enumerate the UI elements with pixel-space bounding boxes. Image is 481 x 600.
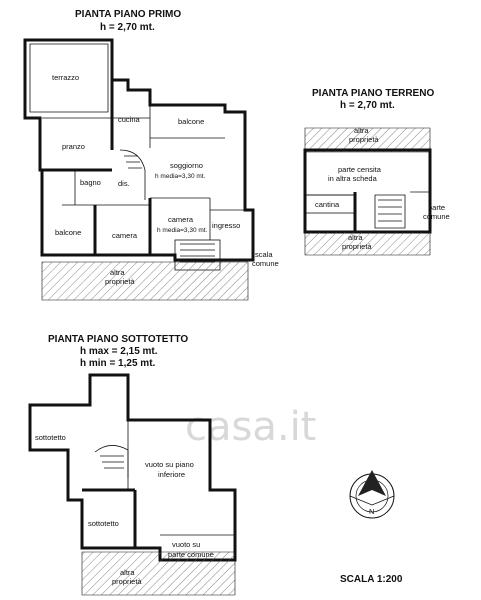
primo-room-bagno: bagno — [80, 178, 101, 187]
primo-room-soggiorno: soggiorno — [170, 161, 203, 170]
primo-plan — [23, 38, 255, 301]
sottotetto-vuoto-2: inferiore — [158, 470, 185, 479]
north-label: N — [369, 507, 374, 516]
primo-room-balcone-top: balcone — [178, 117, 204, 126]
terreno-room-cantina: cantina — [315, 200, 340, 209]
terreno-censita-2: in altra scheda — [328, 174, 378, 183]
terreno-censita-1: parte censita — [338, 165, 382, 174]
north-arrow-icon — [349, 470, 395, 519]
primo-room-cucina: cucina — [118, 115, 141, 124]
terreno-proprieta-bot: proprietà — [342, 242, 372, 251]
terreno-altra-bot: altra — [348, 233, 363, 242]
terreno-title: PIANTA PIANO TERRENO — [312, 88, 434, 99]
scale-label: SCALA 1:200 — [340, 574, 403, 585]
sottotetto-hmax: h max = 2,15 mt. — [80, 346, 158, 357]
terreno-altra-top: altra — [354, 126, 369, 135]
primo-label-altra: altra — [110, 268, 125, 277]
watermark-text: casa.it — [185, 404, 316, 450]
primo-camera-2-height: h media=3,30 mt. — [157, 227, 208, 234]
sottotetto-title: PIANTA PIANO SOTTOTETTO — [48, 334, 188, 345]
primo-title: PIANTA PIANO PRIMO — [75, 9, 181, 20]
primo-room-camera-1: camera — [112, 231, 138, 240]
primo-label-comune: comune — [252, 259, 279, 268]
primo-room-camera-2: camera — [168, 215, 194, 224]
sottotetto-plan — [28, 373, 237, 596]
terreno-plan — [303, 127, 432, 256]
sottotetto-vuoto-comune-2: parte comune — [168, 550, 214, 559]
terreno-height: h = 2,70 mt. — [340, 100, 395, 111]
sottotetto-altra: altra — [120, 568, 135, 577]
sottotetto-vuoto-comune-1: vuoto su — [172, 540, 200, 549]
sottotetto-vuoto-1: vuoto su piano — [145, 460, 194, 469]
primo-room-pranzo: pranzo — [62, 142, 85, 151]
primo-room-ingresso: ingresso — [212, 221, 240, 230]
primo-room-balcone-left: balcone — [55, 228, 81, 237]
terreno-parte: parte — [428, 203, 445, 212]
primo-room-terrazzo: terrazzo — [52, 73, 79, 82]
sottotetto-proprieta: proprietà — [112, 577, 142, 586]
primo-label-proprieta: proprietà — [105, 277, 135, 286]
primo-room-dis: dis. — [118, 179, 130, 188]
primo-soggiorno-height: h media=3,30 mt. — [155, 173, 206, 180]
sottotetto-room-2: sottotetto — [88, 519, 119, 528]
primo-label-scala: scala — [255, 250, 273, 259]
terreno-comune: comune — [423, 212, 450, 221]
sottotetto-hmin: h min = 1,25 mt. — [80, 358, 156, 369]
primo-height: h = 2,70 mt. — [100, 22, 155, 33]
sottotetto-room-1: sottotetto — [35, 433, 66, 442]
terreno-proprieta-top: proprietà — [349, 135, 379, 144]
